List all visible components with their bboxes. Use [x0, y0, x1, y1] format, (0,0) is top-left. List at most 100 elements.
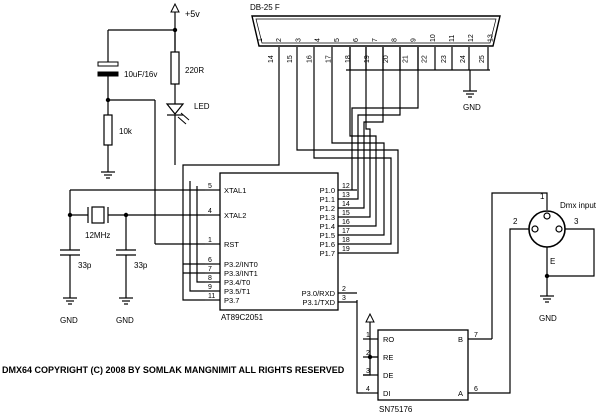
mcu-pin-number: 7 [208, 266, 212, 273]
connector-pin-label: 12 [468, 34, 475, 42]
mcu-pin-number: 9 [208, 284, 212, 291]
mcu-pin-name: P3.5/T1 [224, 287, 250, 296]
connector-pin-label: 19 [364, 55, 371, 63]
copyright-title: DMX64 COPYRIGHT (C) 2008 BY SOMLAK MANGN… [2, 365, 345, 375]
mcu-pin-number: 16 [342, 219, 350, 226]
led-circuit: 220R LED [165, 30, 210, 165]
mcu-pin-name: P3.2/INT0 [224, 260, 258, 269]
transceiver-pin-name: RE [383, 353, 393, 362]
transceiver-pin-number: 7 [474, 332, 478, 339]
transceiver-pin-name: RO [383, 335, 394, 344]
transceiver-pin-number: 6 [474, 386, 478, 393]
mcu-pin-name: RST [224, 240, 239, 249]
connector-pin-label: 20 [383, 55, 390, 63]
led-label: LED [194, 102, 210, 111]
connector-pin-label: 21 [402, 55, 409, 63]
mcu-pin-name: P3.4/T0 [224, 278, 250, 287]
transceiver-pin-number: 4 [366, 386, 370, 393]
connector-pin-label: 2 [276, 38, 283, 42]
mcu-pin-number: 18 [342, 237, 350, 244]
mcu-pin-name: P3.0/RXD [302, 289, 336, 298]
dmx-pin1: 1 [540, 192, 545, 201]
transceiver-pin-name: A [458, 389, 463, 398]
transceiver-pin-number: 3 [366, 368, 370, 375]
crystal-label: 12MHz [85, 231, 110, 240]
mcu-pin-number: 5 [208, 183, 212, 190]
mcu-pin-number: 15 [342, 210, 350, 217]
led-resistor [170, 51, 180, 85]
cap2-label: 33p [134, 261, 148, 270]
electrolytic-capacitor [97, 71, 119, 77]
transceiver-pin-name: B [458, 335, 463, 344]
mcu-name: AT89C2051 [221, 313, 264, 322]
mcu-pin-number: 13 [342, 192, 350, 199]
connector-pin-label: 25 [479, 55, 486, 63]
connector-pin-label: 6 [353, 38, 360, 42]
connector-pin-label: 23 [441, 55, 448, 63]
connector-pin-label: 9 [411, 38, 418, 42]
dmx-pin3: 3 [574, 217, 579, 226]
dmx-gnd-label: GND [539, 314, 557, 323]
mcu-pin-number: 6 [208, 257, 212, 264]
mcu-pin-name: P1.6 [320, 240, 335, 249]
reset-resistor [103, 114, 113, 146]
led-symbol [165, 103, 185, 115]
mcu-pin-name: P1.4 [320, 222, 335, 231]
resistor-led-label: 220R [185, 66, 204, 75]
mcu-pin-number: 4 [208, 208, 212, 215]
connector-pin-label: 17 [326, 55, 333, 63]
connector-pin-label: 3 [295, 38, 302, 42]
mcu-pin-name: P1.7 [320, 249, 335, 258]
power-label: +5v [185, 9, 200, 19]
mcu-pin-number: 14 [342, 201, 350, 208]
mcu-body [219, 172, 339, 311]
mcu-pin-name: P3.7 [224, 296, 239, 305]
dmx-shield: E [550, 257, 555, 266]
power-supply: +5v [108, 2, 200, 50]
connector-pin-label: 10 [430, 34, 437, 42]
mcu-pin-name: P1.5 [320, 231, 335, 240]
connector-pin-label: 1 [257, 38, 264, 42]
dmx-label: Dmx input [560, 201, 597, 210]
transceiver-pin-number: 1 [366, 332, 370, 339]
connector-pin-label: 13 [487, 34, 494, 42]
dmx-connector: Dmx input 1 2 3 E GND [513, 192, 597, 323]
connector-pin-label: 8 [391, 38, 398, 42]
dmx-pin2: 2 [513, 217, 518, 226]
gnd1-label: GND [60, 316, 78, 325]
transceiver-body [377, 329, 469, 401]
reset-network: 10uF/16v 10k [97, 30, 205, 245]
port3-wires [182, 173, 205, 301]
resistor-reset-label: 10k [119, 127, 133, 136]
mcu-pin-name: P1.2 [320, 204, 335, 213]
transceiver-right-pins: 7 B 6 A [458, 332, 492, 398]
mcu-pin-name: P3.3/INT1 [224, 269, 258, 278]
mcu-pin-name: P1.3 [320, 213, 335, 222]
crystal [91, 206, 105, 224]
mcu-pin-number: 1 [208, 237, 212, 244]
connector-pin-label: 14 [268, 55, 275, 63]
connector-pin-label: 18 [345, 55, 352, 63]
capacitor-label: 10uF/16v [124, 70, 157, 79]
connector-pin-label: 4 [315, 38, 322, 42]
transceiver-pin-number: 2 [366, 350, 370, 357]
connector-pin-label: 15 [287, 55, 294, 63]
transceiver-name: SN75176 [379, 405, 413, 414]
mcu-pin-number: 8 [208, 275, 212, 282]
transceiver-pin-name: DE [383, 371, 393, 380]
gnd2-label: GND [116, 316, 134, 325]
data-bus-wires [182, 47, 419, 254]
connector-pin-label: 22 [422, 55, 429, 63]
mcu-pin-name: XTAL2 [224, 211, 246, 220]
mcu-pin-number: 11 [208, 293, 215, 300]
serial-wires [356, 300, 378, 394]
mcu-pin-name: P1.1 [320, 195, 335, 204]
connector-pin-label: 16 [306, 55, 313, 63]
connector-pin-label: 7 [372, 38, 379, 42]
transceiver-pin-name: DI [383, 389, 391, 398]
